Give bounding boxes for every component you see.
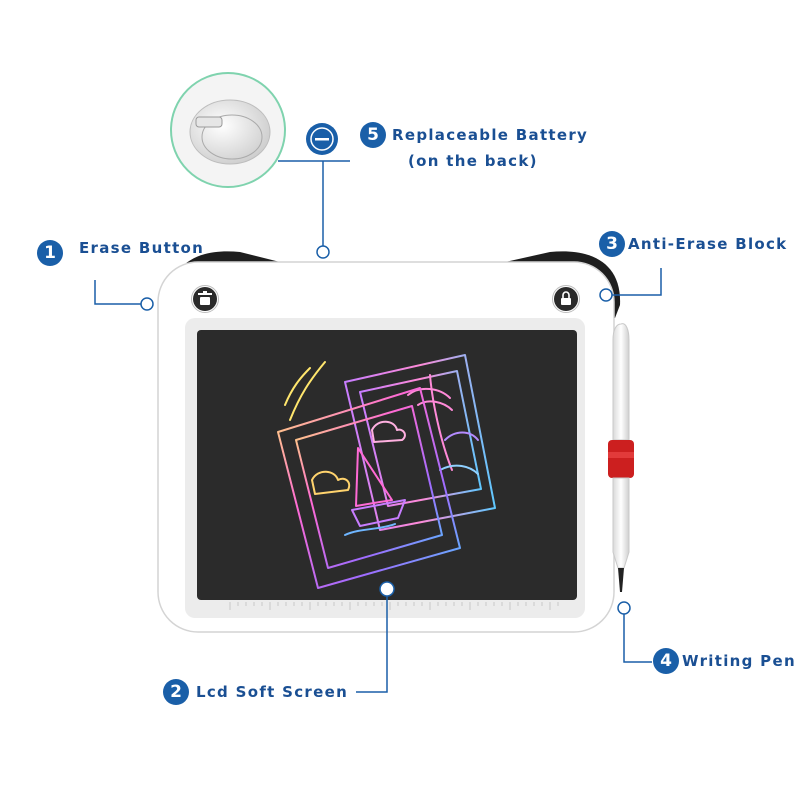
callout-label: Writing Pen	[682, 652, 796, 670]
trash-icon	[191, 285, 219, 313]
callout-label: Replaceable Battery	[392, 126, 589, 144]
callout-label: Anti-Erase Block	[628, 235, 788, 253]
callout-anti-erase-block: 3 Anti-Erase Block	[599, 231, 787, 257]
callout-number: 3	[599, 231, 625, 257]
screen-drawing	[277, 354, 496, 589]
callout-number: 1	[37, 240, 63, 266]
battery-inset	[170, 72, 286, 188]
callout-label: Lcd Soft Screen	[196, 683, 349, 701]
battery-pointer	[316, 245, 330, 259]
battery-connector	[278, 160, 350, 246]
callout-replaceable-battery: 5 Replaceable Battery	[360, 122, 588, 148]
callout-label: Erase Button	[79, 239, 205, 257]
minus-circle-icon	[306, 123, 338, 155]
callout-lcd-soft-screen: 2 Lcd Soft Screen	[163, 679, 348, 705]
callout-erase-button: 1 Erase Button	[37, 239, 205, 266]
callout-pointers	[140, 288, 631, 615]
callout-sublabel: (on the back)	[408, 152, 538, 170]
callout-writing-pen: 4 Writing Pen	[653, 648, 796, 674]
lcd-screen	[197, 330, 577, 600]
callout-number: 5	[360, 122, 386, 148]
callout-number: 4	[653, 648, 679, 674]
lock-icon	[552, 285, 580, 313]
callout-number: 2	[163, 679, 189, 705]
ruler-ticks	[229, 602, 559, 610]
writing-pen	[608, 323, 634, 592]
callout-connectors	[94, 268, 662, 693]
